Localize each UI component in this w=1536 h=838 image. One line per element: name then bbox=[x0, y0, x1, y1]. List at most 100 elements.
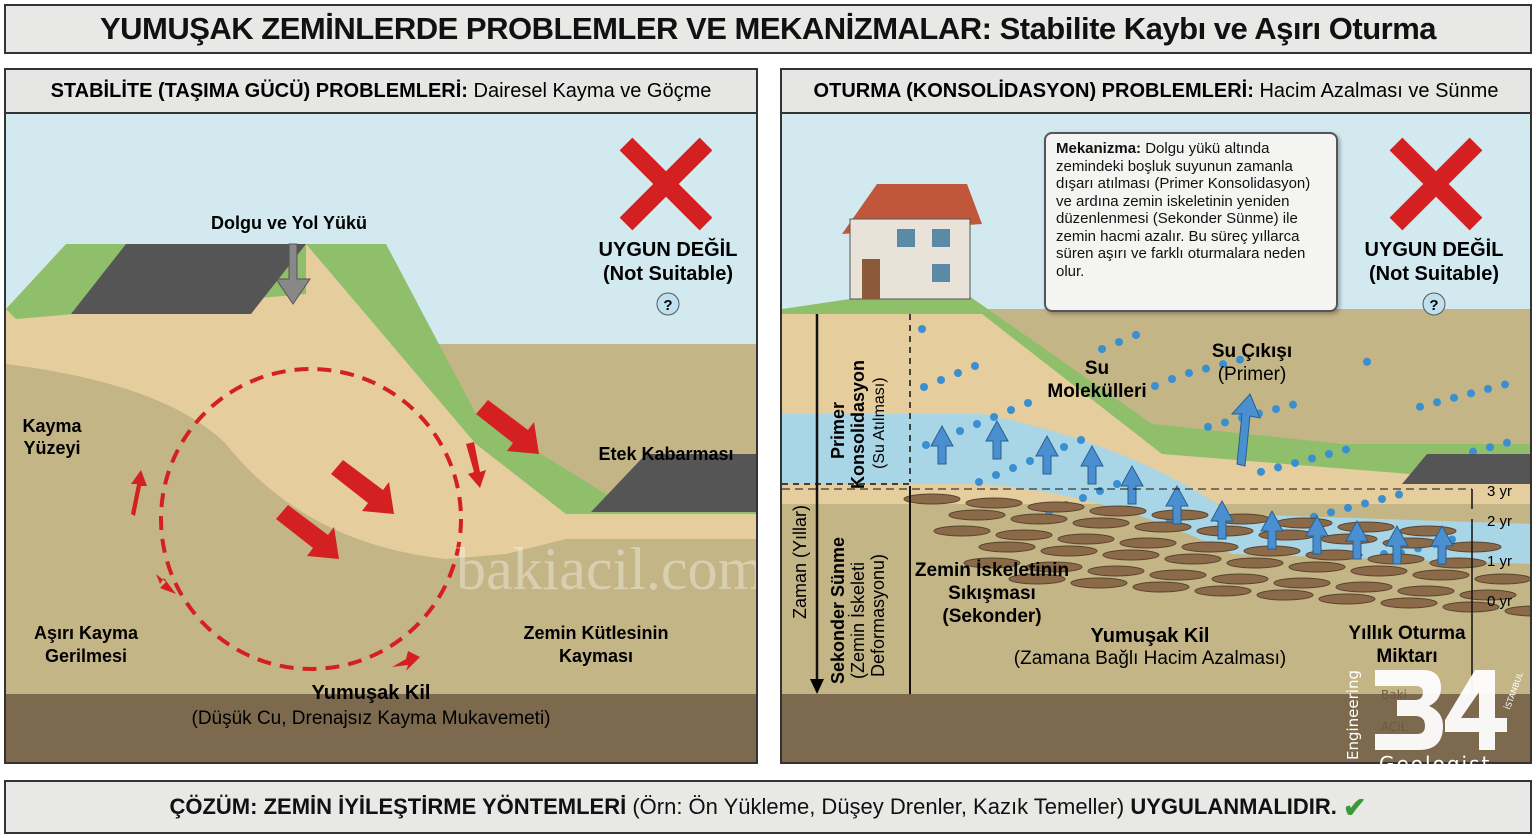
soil-grain bbox=[978, 541, 1036, 553]
soft-clay-sublabel: (Düşük Cu, Drenajsız Kayma Mukavemeti) bbox=[192, 708, 551, 729]
settlement-panel-header: OTURMA (KONSOLİDASYON) PROBLEMLERİ: Haci… bbox=[782, 70, 1530, 114]
soil-grain bbox=[1459, 589, 1517, 601]
upward-arrows bbox=[930, 419, 1454, 565]
verdict-en-label: (Not Suitable) bbox=[603, 263, 733, 285]
soil-grain bbox=[1337, 521, 1395, 533]
verdict-label: UYGUN DEĞİL bbox=[1365, 237, 1504, 261]
soil-grain bbox=[1010, 513, 1068, 525]
logo-engineering: Engineering bbox=[1344, 670, 1362, 760]
help-icon[interactable] bbox=[656, 292, 680, 316]
stability-panel: STABİLİTE (TAŞIMA GÜCÜ) PROBLEMLERİ: Dai… bbox=[4, 68, 758, 764]
embankment bbox=[6, 244, 756, 559]
water-dot bbox=[975, 478, 983, 486]
water-molecules-label: Su bbox=[1085, 358, 1109, 379]
primary-label: Primer bbox=[828, 402, 848, 459]
water-up-arrow bbox=[1260, 509, 1284, 550]
slip-surface-label-2: Yüzeyi bbox=[23, 438, 80, 458]
water-dot bbox=[1115, 338, 1123, 346]
water-dot bbox=[1272, 405, 1280, 414]
soft-clay-sublabel: (Zamana Bağlı Hacim Azalması) bbox=[1014, 648, 1286, 669]
soil-grain bbox=[1070, 577, 1128, 589]
water-up-arrow bbox=[1165, 484, 1189, 525]
soil-grain bbox=[965, 497, 1023, 509]
verdict-label: UYGUN DEĞİL bbox=[599, 237, 738, 261]
soil-grain bbox=[1335, 581, 1393, 593]
soil-grain bbox=[1504, 605, 1530, 617]
road-right bbox=[591, 454, 756, 512]
water-dot bbox=[1079, 494, 1087, 502]
water-dot bbox=[1289, 400, 1297, 409]
water-up-arrow bbox=[930, 424, 954, 465]
water-dot bbox=[1185, 369, 1193, 378]
water-dot bbox=[937, 376, 945, 384]
mechanism-text: Dolgu yükü altında zemindeki boşluk suyu… bbox=[1056, 140, 1311, 280]
logo-geologist: Geologist bbox=[1379, 752, 1492, 776]
year-ticks: 3 yr 2 yr 1 yr 0 yr bbox=[1487, 483, 1512, 610]
water-dot bbox=[1308, 454, 1316, 463]
primary-label-3: (Su Atılması) bbox=[871, 377, 888, 469]
soil-grain bbox=[1350, 565, 1408, 577]
help-icon[interactable] bbox=[1422, 292, 1446, 316]
water-dot bbox=[1009, 464, 1017, 472]
watermark: bakiacil.com bbox=[456, 536, 758, 602]
water-dot bbox=[1327, 508, 1335, 517]
soil-grain bbox=[1181, 541, 1239, 553]
soil-grain bbox=[1211, 573, 1269, 585]
water-dot bbox=[920, 383, 928, 391]
solution-action: UYGULANMALIDIR. bbox=[1130, 794, 1337, 819]
soil-grain bbox=[933, 525, 991, 537]
water-molecules-label-2: Molekülleri bbox=[1047, 381, 1146, 402]
water-outflow-label: Su Çıkışı bbox=[1212, 341, 1292, 362]
soil-grain bbox=[1288, 561, 1346, 573]
soil-grain bbox=[1226, 557, 1284, 569]
water-dot bbox=[1132, 331, 1140, 339]
soil-grain bbox=[1087, 565, 1145, 577]
soil-grain bbox=[1134, 521, 1192, 533]
water-outflow-label-2: (Primer) bbox=[1218, 364, 1287, 385]
movement-arrows bbox=[131, 400, 539, 671]
header-bold: STABİLİTE (TAŞIMA GÜCÜ) PROBLEMLERİ: bbox=[50, 79, 468, 102]
soil-grain bbox=[1275, 517, 1333, 529]
water-up-arrow bbox=[1035, 434, 1059, 475]
water-up-arrow bbox=[1345, 519, 1369, 560]
mechanism-callout: Mekanizma: Dolgu yükü altında zemindeki … bbox=[1044, 132, 1338, 312]
slope-failure-diagram: Dolgu ve Yol Yükü Kayma Yüzeyi Etek Kaba… bbox=[6, 114, 756, 762]
primary-label-2: Konsolidasyon bbox=[848, 360, 868, 489]
water-dot bbox=[1291, 458, 1299, 467]
water-dot bbox=[1433, 398, 1441, 407]
water-dot bbox=[1202, 364, 1210, 373]
water-up-arrow bbox=[1120, 464, 1144, 505]
soil-grain bbox=[1132, 581, 1190, 593]
water-dot bbox=[1467, 389, 1475, 398]
soil-grain bbox=[1399, 525, 1457, 537]
water-dot bbox=[1113, 480, 1121, 488]
water-dot bbox=[992, 471, 1000, 479]
mechanism-title: Mekanizma: bbox=[1056, 140, 1142, 157]
verdict-en-label: (Not Suitable) bbox=[1369, 263, 1499, 285]
soil-grain bbox=[1194, 585, 1252, 597]
skeleton-label: Zemin İskeletinin bbox=[915, 560, 1069, 581]
soil-grain bbox=[1164, 553, 1222, 565]
mass-slide-label-2: Kayması bbox=[559, 646, 633, 666]
water-dot bbox=[1219, 360, 1227, 369]
secondary-label-2: (Zemin İskeleti bbox=[848, 562, 868, 679]
soil-grain bbox=[1057, 533, 1115, 545]
year-tick: 1 yr bbox=[1487, 553, 1512, 570]
water-dot bbox=[1236, 355, 1244, 364]
logo-acil: ACiL bbox=[1381, 720, 1408, 734]
time-axis-label: Zaman (Yıllar) bbox=[790, 505, 810, 619]
secondary-label: Sekonder Sünme bbox=[828, 537, 848, 684]
soil-grain bbox=[1027, 501, 1085, 513]
checkmark-icon: ✔ bbox=[1343, 791, 1367, 823]
house-icon bbox=[842, 184, 982, 300]
shear-stress-label-2: Gerilmesi bbox=[45, 646, 127, 666]
water-dot bbox=[1501, 380, 1509, 389]
water-up-arrow bbox=[1210, 499, 1234, 540]
water-dot bbox=[973, 420, 981, 428]
water-dot bbox=[1416, 402, 1424, 411]
solution-banner: ÇÖZÜM: ZEMİN İYİLEŞTİRME YÖNTEMLERİ (Örn… bbox=[4, 780, 1532, 834]
water-dot bbox=[1077, 436, 1085, 444]
water-dot bbox=[1363, 357, 1371, 366]
help-mark: ? bbox=[1429, 297, 1438, 314]
water-dot bbox=[1274, 463, 1282, 472]
